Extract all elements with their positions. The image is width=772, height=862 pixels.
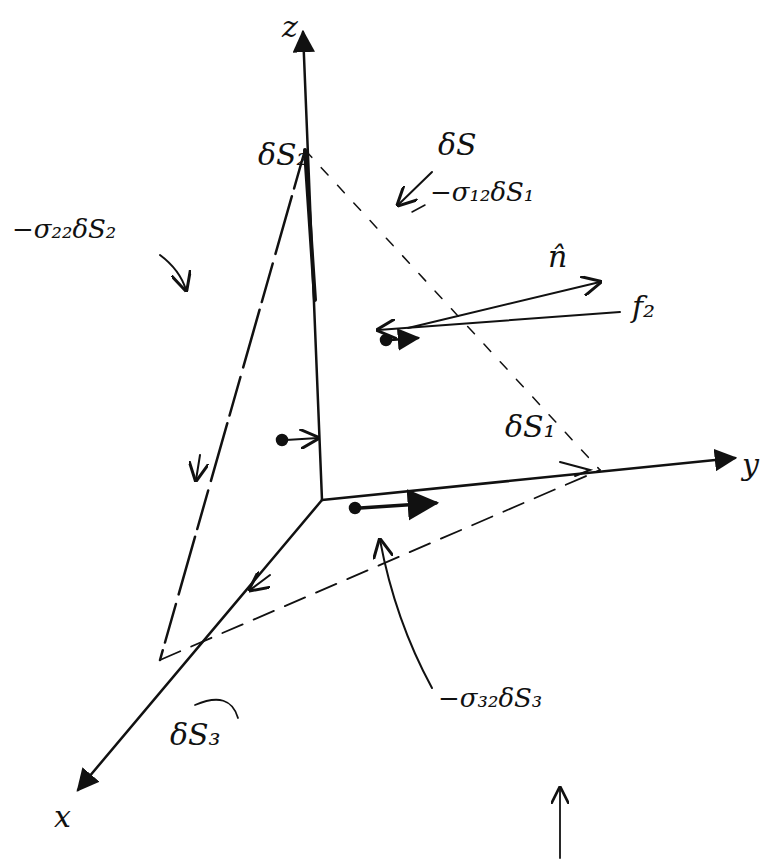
axis-label: y [742,448,759,481]
leader-line [560,462,590,476]
force-arrow [360,503,436,508]
pointer-arrow [559,788,561,858]
x-axis [78,500,322,790]
z-axis [303,32,322,500]
traction-label: −σ₃₂δS₃ [438,684,542,713]
tetra-edge [305,150,315,300]
force-arrow [378,312,620,330]
leader-line [195,700,238,718]
leader-line [380,540,432,688]
tetra-edge [160,470,600,660]
traction-label: −σ₁₂δS₁ [430,178,534,207]
area-label: δS₁ [505,410,556,443]
normal-label: n̂ [548,240,567,273]
force-arrow [390,338,418,340]
area-label: δS₂ [258,138,309,171]
tetra-edge [305,150,600,470]
tetra-edge [160,150,305,660]
force-label: f₂ [632,290,655,323]
leader-line [250,575,270,590]
axis-label: z [282,10,298,43]
leader-line [398,172,432,205]
area-label: δS [438,128,477,161]
leader-line [412,205,425,212]
leader-line [160,255,186,290]
traction-label: −σ₂₂δS₂ [12,215,116,244]
force-arrow [286,438,318,440]
area-label: δS₃ [170,718,221,751]
axis-label: x [54,800,71,833]
y-axis [322,458,735,500]
leader-line [196,455,200,480]
